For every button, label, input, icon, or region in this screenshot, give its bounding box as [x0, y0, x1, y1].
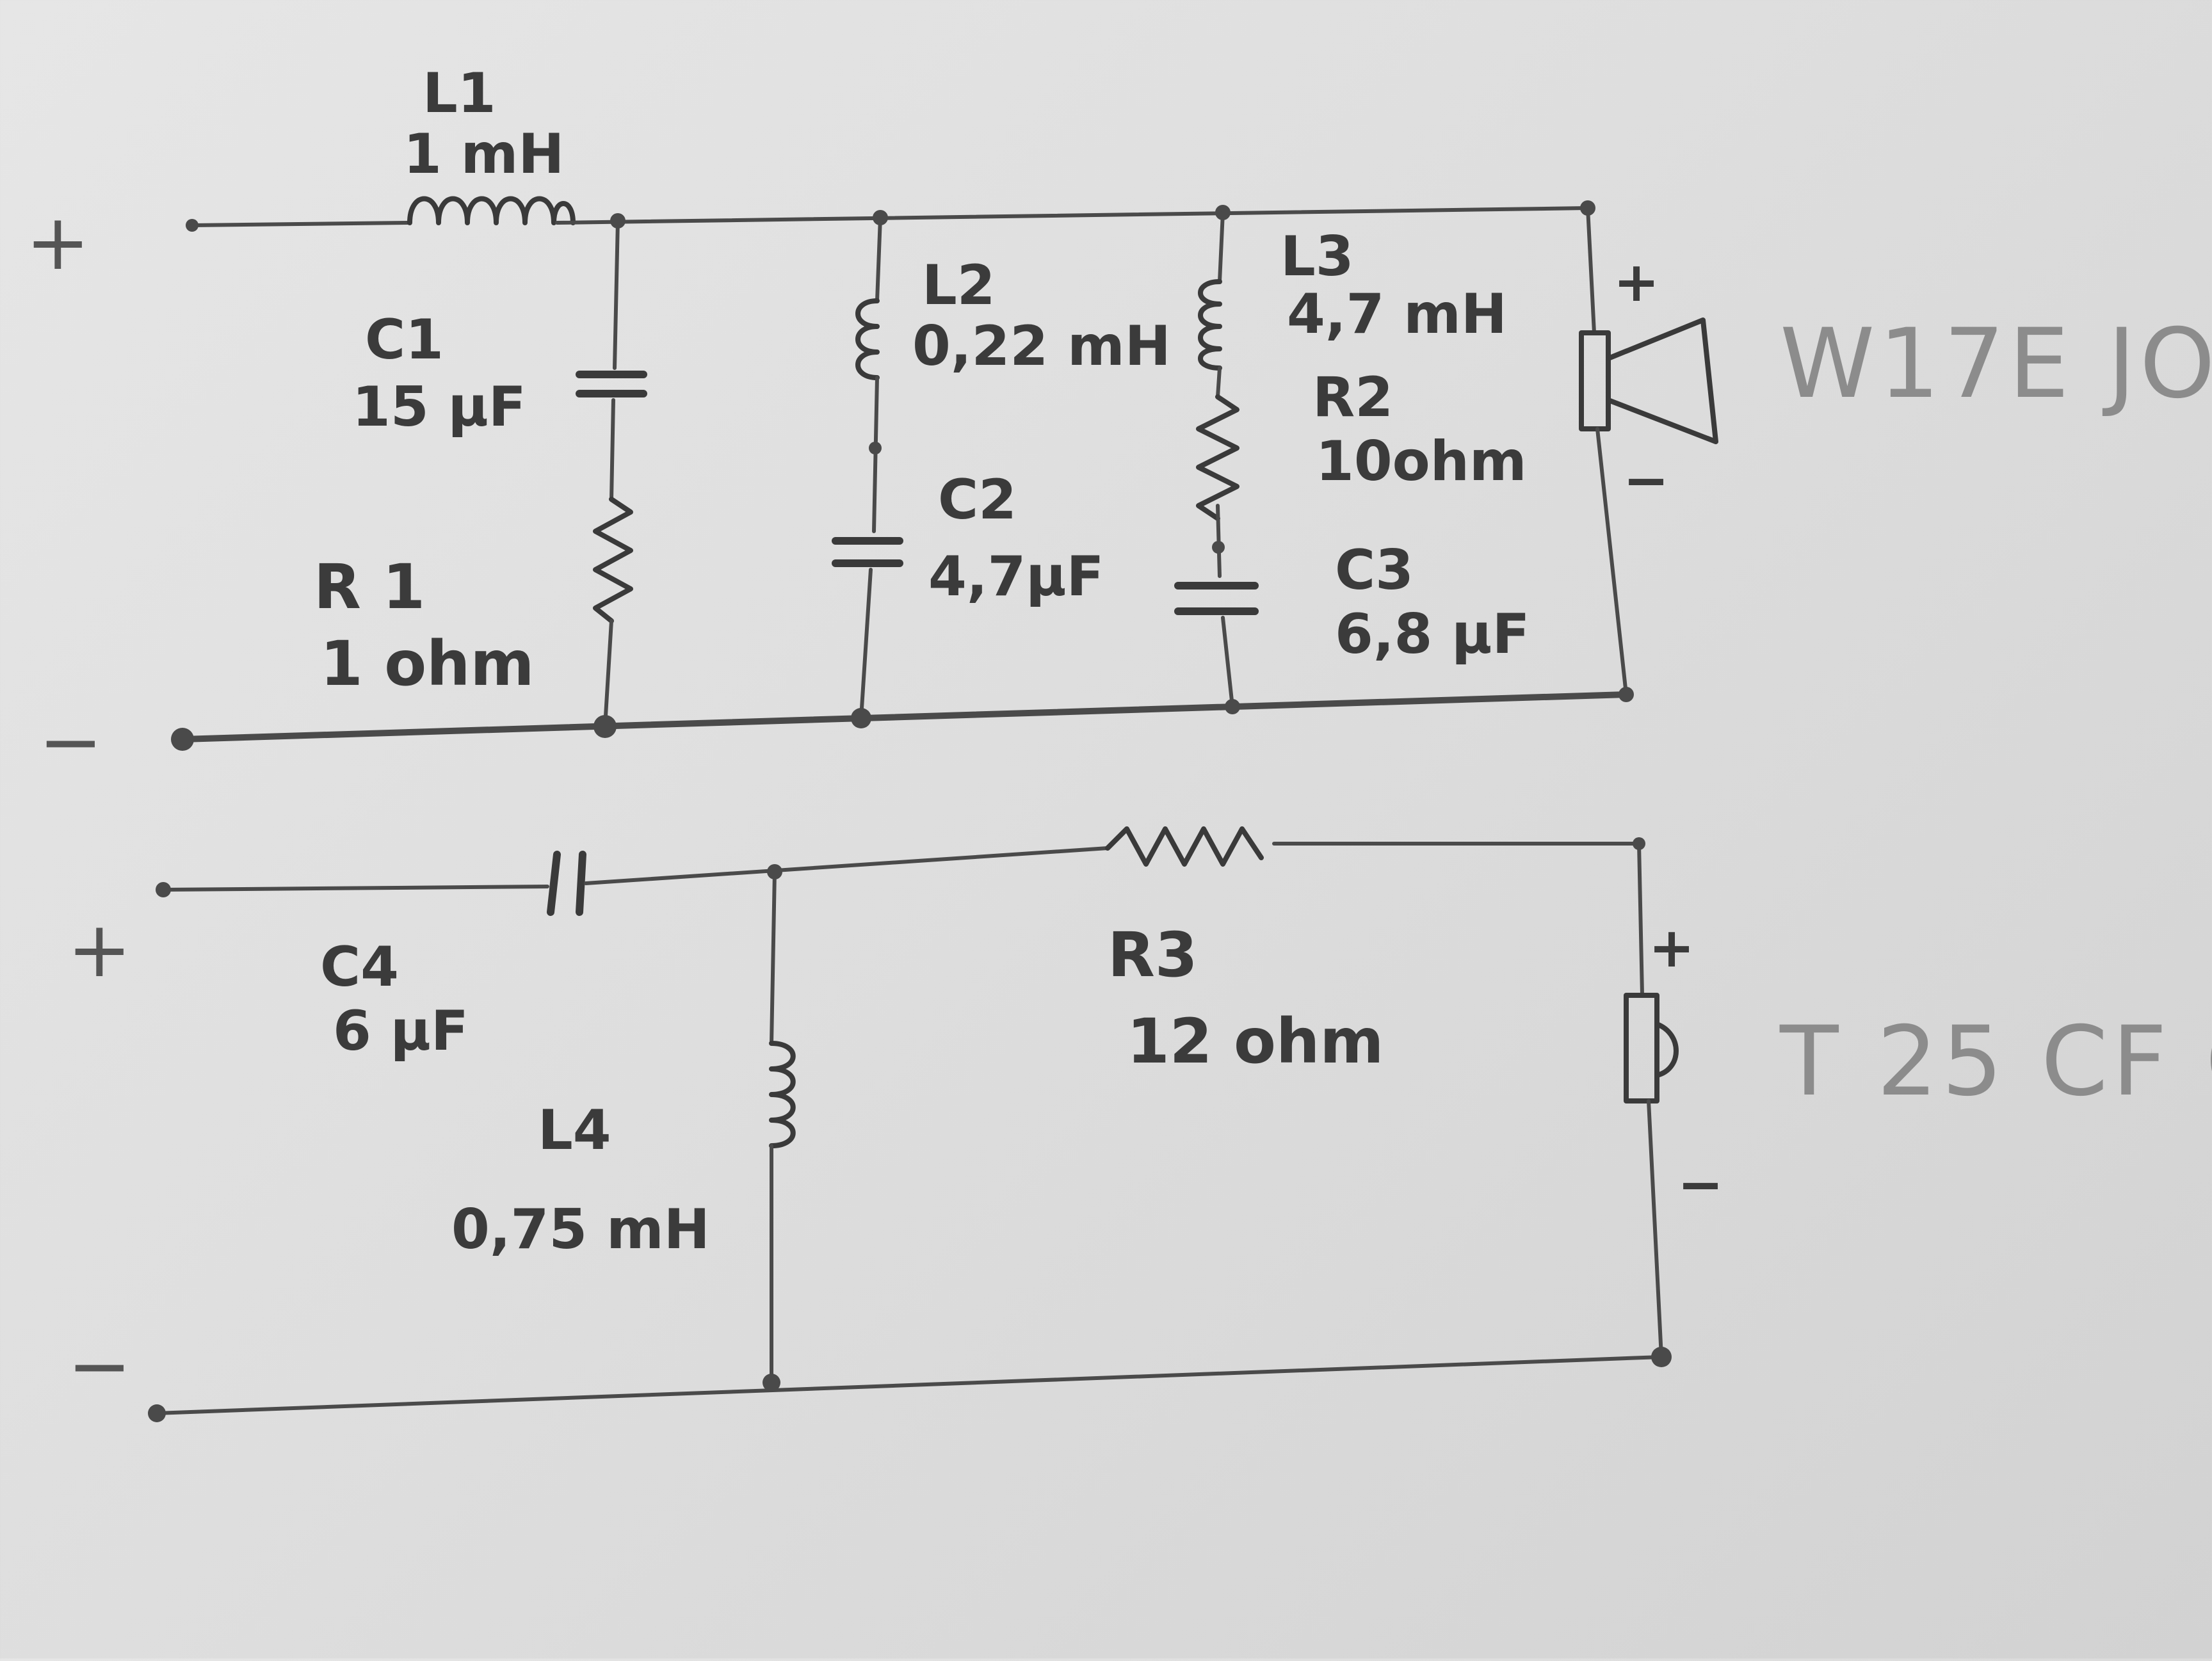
L1-inductor [407, 196, 576, 225]
L1-name-label: L1 [423, 61, 496, 125]
C4-value-label: 6 μF [333, 999, 469, 1063]
upper-circuit: + − [26, 61, 2212, 787]
wire [610, 398, 615, 501]
junction [1212, 541, 1225, 554]
tweeter-body [1624, 993, 1659, 1103]
wire [1637, 842, 1644, 997]
woofer-plus-sign: + [1613, 250, 1659, 314]
woofer-model-label: W17E JO [1780, 309, 2212, 420]
tweeter-model-label: T 25 CF O [1779, 1006, 2212, 1118]
L3-inductor [1198, 279, 1222, 371]
R2-value-label: 10ohm [1316, 429, 1527, 493]
wire [584, 846, 1110, 885]
woofer-minus-sign: − [1623, 449, 1669, 513]
woofer-speaker-coil [1579, 330, 1611, 431]
L4-name-label: L4 [538, 1098, 611, 1162]
C2-value-label: 4,7μF [928, 545, 1104, 609]
junction [763, 1374, 780, 1392]
lower-minus-sign: − [67, 1322, 132, 1411]
C1-value-label: 15 μF [352, 375, 526, 439]
R1-value-label: 1 ohm [320, 628, 535, 700]
wire [875, 216, 882, 303]
C2-name-label: C2 [938, 468, 1017, 532]
L2-value-label: 0,22 mH [912, 314, 1171, 378]
wire [859, 568, 873, 720]
wire [613, 219, 620, 370]
L4-inductor [769, 1041, 796, 1148]
woofer-speaker-cone [1606, 317, 1718, 444]
tweeter-plus-sign: + [1649, 916, 1695, 980]
C3-value-label: 6,8 μF [1335, 602, 1530, 666]
wire [1216, 504, 1222, 578]
wire [1218, 211, 1225, 284]
upper-minus-sign: − [38, 698, 103, 787]
R2-resistor [1196, 394, 1239, 521]
junction [1619, 687, 1634, 702]
R3-resistor [1105, 826, 1264, 867]
wire [190, 221, 412, 227]
upper-top-rail [555, 206, 1590, 225]
C3-capacitor [1174, 582, 1259, 615]
wire [872, 376, 879, 533]
lower-circuit: + − + − T 25 CF O C4 6 μF L4 0,75 mH R3 [67, 826, 2212, 1422]
C1-capacitor [576, 371, 647, 397]
lower-bottom-rail [155, 1355, 1663, 1415]
wire [1216, 366, 1222, 399]
wire [1586, 206, 1596, 335]
R3-value-label: 12 ohm [1127, 1006, 1384, 1077]
junction [869, 442, 882, 454]
C1-name-label: C1 [365, 308, 444, 372]
L2-name-label: L2 [922, 253, 996, 317]
upper-bottom-rail [179, 691, 1629, 742]
wire [770, 870, 777, 1045]
L4-value-label: 0,75 mH [451, 1198, 710, 1262]
junction [1651, 1347, 1672, 1367]
lower-plus-sign: + [67, 906, 132, 995]
C4-capacitor [547, 851, 586, 916]
L1-value-label: 1 mH [403, 122, 564, 186]
C2-capacitor [832, 537, 903, 567]
wire [1595, 427, 1628, 696]
junction [1580, 200, 1595, 216]
L3-name-label: L3 [1280, 225, 1354, 289]
R1-name-label: R 1 [314, 551, 425, 623]
wire [1647, 1099, 1663, 1359]
wire [603, 619, 613, 728]
R1-resistor [593, 497, 633, 623]
C3-name-label: C3 [1335, 538, 1414, 602]
upper-plus-sign: + [26, 198, 90, 287]
wire [1221, 616, 1234, 709]
tweeter-dome [1654, 1022, 1679, 1078]
C4-name-label: C4 [320, 935, 399, 999]
tweeter-minus-sign: − [1677, 1153, 1724, 1217]
wire [161, 885, 549, 892]
L3-value-label: 4,7 mH [1287, 282, 1507, 346]
L2-inductor [855, 298, 880, 380]
R2-name-label: R2 [1312, 365, 1393, 429]
R3-name-label: R3 [1108, 919, 1198, 991]
